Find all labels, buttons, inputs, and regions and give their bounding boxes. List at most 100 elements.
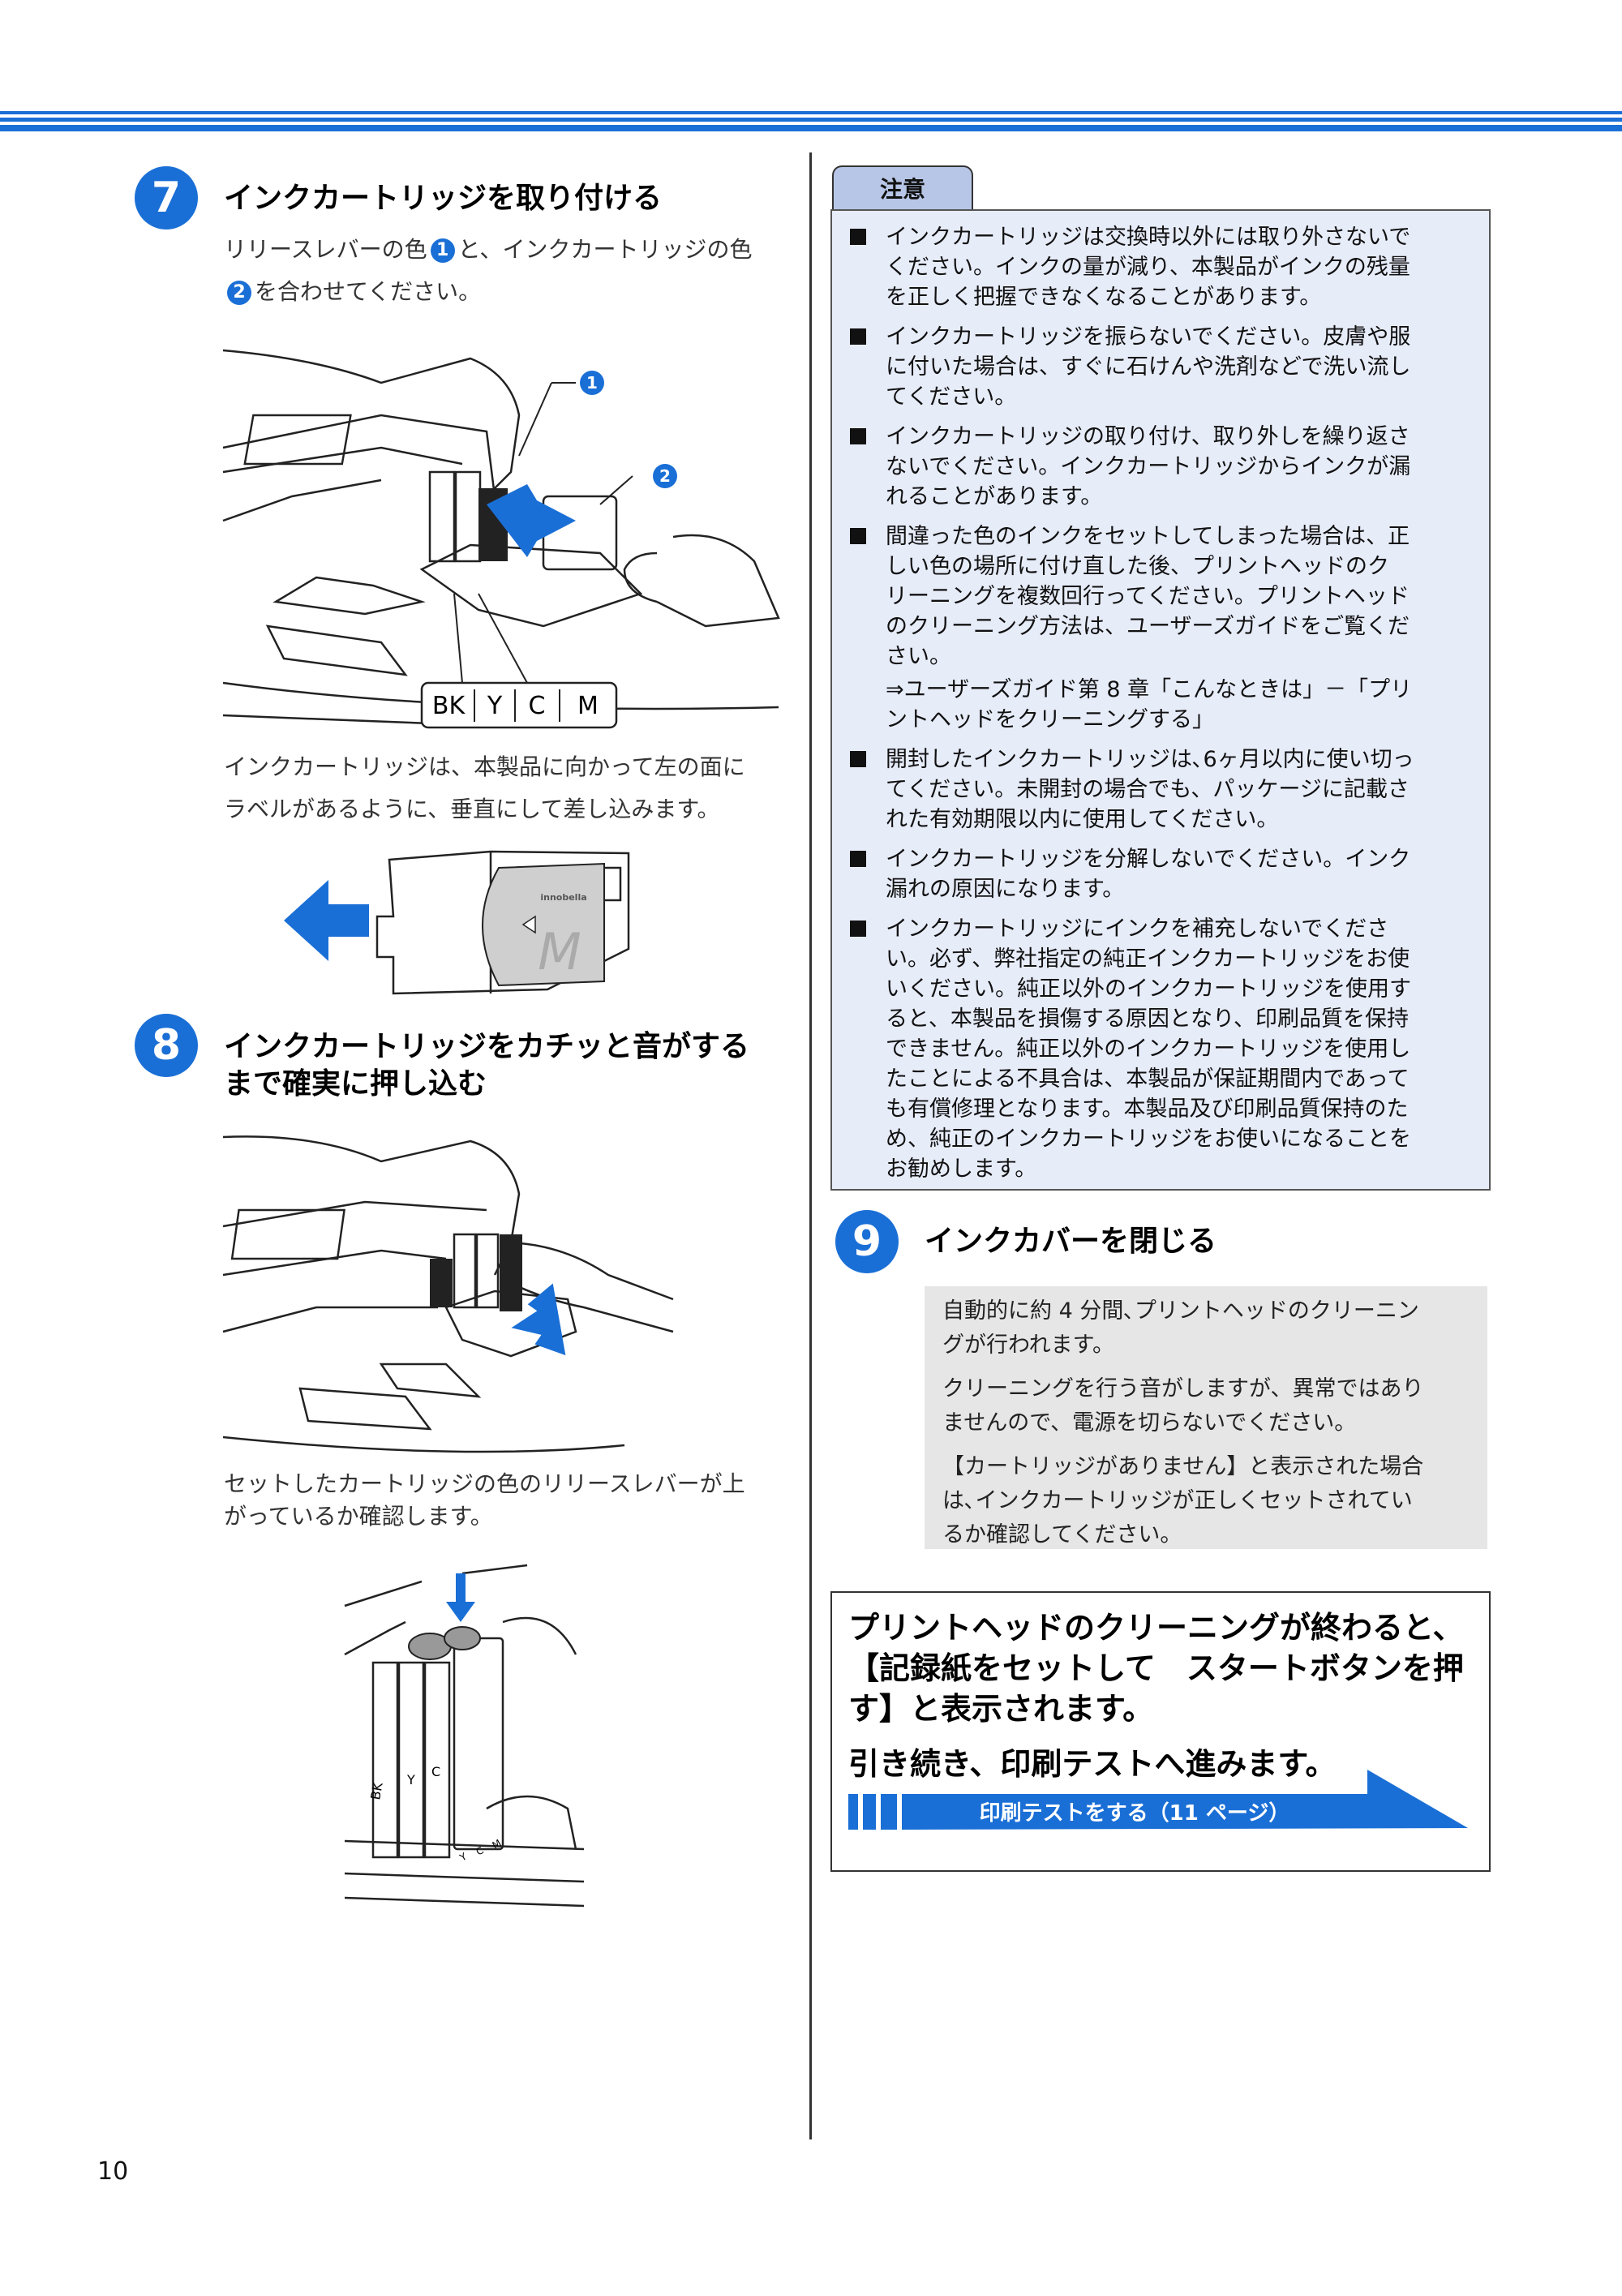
page-number: 10 xyxy=(97,2157,129,2186)
userguide-reference: ントヘッドをクリーニングする」 xyxy=(886,707,1214,732)
bullet-square-icon xyxy=(850,751,866,767)
caution-line: 間違った色のインクをセットしてしまった場合は、正 xyxy=(886,524,1410,549)
caution-line: 漏れの原因になります。 xyxy=(886,877,1125,902)
caution-line: インクカートリッジを分解しないでください。インク xyxy=(886,847,1411,872)
cart-letter-bk: BK xyxy=(367,1781,386,1801)
color-label-y: Y xyxy=(487,692,503,720)
color-label-c: C xyxy=(529,692,546,720)
caution-line: ください。インクの量が減り、本製品がインクの残量 xyxy=(886,255,1410,280)
caution-item: 開封したインクカートリッジは､6ヶ月以内に使い切っ てください。未開封の場合でも… xyxy=(848,745,1473,835)
bullet-square-icon xyxy=(850,921,866,937)
caution-line: ないでください。インクカートリッジからインクが漏 xyxy=(886,454,1411,479)
print-test-link[interactable]: 印刷テストをする（11 ページ） xyxy=(848,1768,1470,1839)
info-line: ませんので、電源を切らないでください。 xyxy=(942,1410,1357,1436)
info-line: 【カートリッジがありません】と表示された場合 xyxy=(942,1454,1424,1479)
column-divider xyxy=(809,152,812,2139)
caution-line: てください。未開封の場合でも、パッケージに記載さ xyxy=(886,777,1410,802)
caution-item: インクカートリッジの取り付け、取り外しを繰り返さ ないでください。インクカートリ… xyxy=(848,422,1473,512)
cartridge-orientation-illustration: innobella M xyxy=(284,850,630,995)
caution-line: い。必ず、弊社指定の純正インクカートリッジをお使 xyxy=(886,946,1410,972)
caution-line: も有償修理となります。本製品及び印刷品質保持のた xyxy=(886,1097,1409,1122)
caution-line: 開封したインクカートリッジは､6ヶ月以内に使い切っ xyxy=(886,747,1414,772)
caution-line: リーニングを複数回行ってください。プリントヘッド xyxy=(886,584,1410,609)
release-lever-illustration: BK Y C Y C M xyxy=(344,1564,584,1908)
userguide-reference: ⇒ユーザーズガイド第 8 章「こんなときは」－「プリ xyxy=(886,677,1413,702)
note-line: セットしたカートリッジの色のリリースレバーが上 xyxy=(224,1470,745,1497)
caution-line: しい色の場所に付け直した後、プリントヘッドのク xyxy=(886,554,1389,579)
title-line: インクカートリッジをカチッと音がする xyxy=(224,1030,750,1063)
caution-tab: 注意 xyxy=(832,165,973,212)
caution-line: に付いた場合は、すぐに石けんや洗剤などで洗い流し xyxy=(886,354,1411,380)
caution-line: いください。純正以外のインクカートリッジを使用す xyxy=(886,976,1411,1002)
note-line: インクカートリッジは、本製品に向かって左の面に xyxy=(224,753,745,780)
step-7-badge: 7 xyxy=(135,166,198,230)
result-line: プリントヘッドのクリーニングが終わると、 xyxy=(848,1610,1464,1646)
step-7-note: インクカートリッジは、本製品に向かって左の面に ラベルがあるように、垂直にして差… xyxy=(224,746,808,830)
bullet-square-icon xyxy=(850,428,866,444)
marker-2: 2 xyxy=(227,281,251,305)
press-cartridge-illustration xyxy=(222,1135,674,1453)
title-line: まで確実に押し込む xyxy=(224,1067,487,1101)
caution-line: インクカートリッジを振らないでください。皮膚や服 xyxy=(886,324,1411,350)
cartridge-color-letter: M xyxy=(538,922,581,981)
info-line: は､インクカートリッジが正しくセットされてい xyxy=(942,1488,1413,1513)
caution-line: たことによる不具合は、本製品が保証期間内であって xyxy=(886,1066,1410,1092)
bullet-square-icon xyxy=(850,528,866,544)
caution-line: お勧めします。 xyxy=(886,1157,1037,1182)
note-line: ラベルがあるように、垂直にして差し込みます。 xyxy=(224,796,720,822)
callout-1: 1 xyxy=(586,373,598,393)
color-label-bk: BK xyxy=(432,692,466,720)
caution-line: ると、本製品を損傷する原因となり、印刷品質を保持 xyxy=(886,1006,1410,1032)
caution-item: インクカートリッジは交換時以外には取り外さないで ください。インクの量が減り、本… xyxy=(848,222,1473,312)
desc-text: と、インクカートリッジの色 xyxy=(457,236,753,263)
desc-text: リリースレバーの色 xyxy=(224,236,427,263)
info-paragraph: 自動的に約 4 分間､プリントヘッドのクリーニングが行われます。 xyxy=(942,1294,1470,1363)
cart-letter-c: C xyxy=(431,1764,440,1779)
caution-item: インクカートリッジを分解しないでください。インク 漏れの原因になります。 xyxy=(848,844,1473,904)
marker-1: 1 xyxy=(430,238,455,263)
bullet-square-icon xyxy=(850,229,866,245)
link-arrow-icon xyxy=(848,1770,1468,1830)
caution-line: さい。 xyxy=(886,644,951,669)
cart-letter-y: Y xyxy=(406,1772,415,1787)
result-line: す】と表示されます。 xyxy=(848,1691,1154,1727)
caution-box: インクカートリッジは交換時以外には取り外さないで ください。インクの量が減り、本… xyxy=(830,209,1491,1191)
info-line: グが行われます。 xyxy=(942,1333,1114,1358)
color-label-m: M xyxy=(577,692,599,720)
left-arrow-icon xyxy=(284,880,369,961)
step-9-badge: 9 xyxy=(835,1210,899,1273)
caution-line: れることがあります。 xyxy=(886,484,1103,509)
caution-line: のクリーニング方法は、ユーザーズガイドをご覧くだ xyxy=(886,614,1410,639)
caution-item: インクカートリッジにインクを補充しないでくださ い。必ず、弊社指定の純正インクカ… xyxy=(848,914,1473,1184)
caution-line: インクカートリッジは交換時以外には取り外さないで xyxy=(886,225,1411,250)
step-8-badge: 8 xyxy=(135,1014,198,1077)
install-cartridge-illustration: 1 2 BK Y C M xyxy=(222,349,780,729)
slot-letter-y: Y xyxy=(457,1850,470,1864)
result-line: 引き続き、印刷テストへ進みます。 xyxy=(848,1746,1337,1782)
result-box: プリントヘッドのクリーニングが終わると、 【記録紙をセットして スタートボタンを… xyxy=(830,1591,1491,1872)
bullet-square-icon xyxy=(850,851,866,867)
desc-text: を合わせてください。 xyxy=(255,278,482,305)
header-stripes xyxy=(0,111,1622,131)
info-paragraph: クリーニングを行う音がしますが、異常ではありませんので、電源を切らないでください… xyxy=(942,1372,1470,1440)
info-line: 自動的に約 4 分間､プリントヘッドのクリーニン xyxy=(942,1298,1419,1324)
caution-line: できません。純正以外のインクカートリッジを使用し xyxy=(886,1036,1411,1062)
caution-line: インクカートリッジにインクを補充しないでくださ xyxy=(886,916,1389,942)
info-line: るか確認してください。 xyxy=(942,1522,1182,1547)
step-7-title: インクカートリッジを取り付ける xyxy=(224,182,663,215)
callout-2: 2 xyxy=(659,466,671,486)
caution-line: め、純正のインクカートリッジをお使いになることを xyxy=(886,1127,1411,1152)
result-line: 【記録紙をセットして スタートボタンを押 xyxy=(848,1650,1464,1686)
info-paragraph: 【カートリッジがありません】と表示された場合は､インクカートリッジが正しくセット… xyxy=(942,1450,1470,1552)
caution-item: インクカートリッジを振らないでください。皮膚や服 に付いた場合は、すぐに石けんや… xyxy=(848,322,1473,412)
bullet-square-icon xyxy=(850,328,866,345)
info-line: クリーニングを行う音がしますが、異常ではあり xyxy=(942,1376,1424,1401)
caution-line: れた有効期限以内に使用してください。 xyxy=(886,807,1279,832)
caution-line: てください。 xyxy=(886,384,1017,410)
caution-item: 間違った色のインクをセットしてしまった場合は、正 しい色の場所に付け直した後、プ… xyxy=(848,521,1473,735)
step-9-title: インクカバーを閉じる xyxy=(925,1225,1217,1258)
step-8-title: インクカートリッジをカチッと音がする まで確実に押し込む xyxy=(224,1028,749,1103)
print-test-link-label: 印刷テストをする（11 ページ） xyxy=(979,1801,1290,1826)
caution-line: インクカートリッジの取り付け、取り外しを繰り返さ xyxy=(886,424,1410,449)
